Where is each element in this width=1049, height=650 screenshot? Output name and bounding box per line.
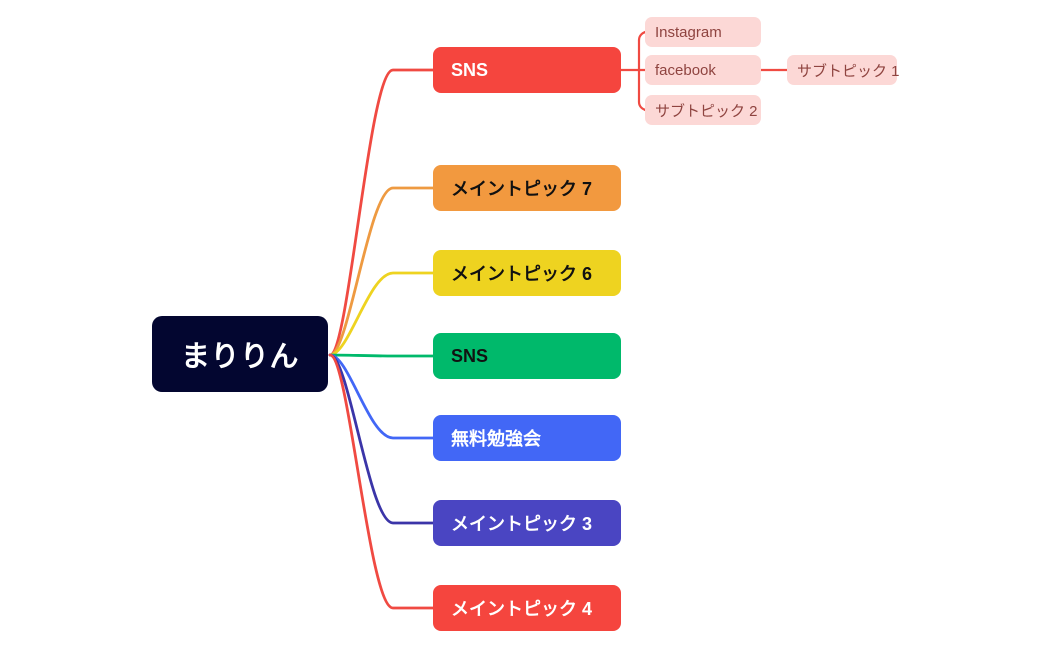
branch-sns-red[interactable]: SNS xyxy=(433,47,621,93)
root-node-label: まりりん xyxy=(180,341,299,373)
branch-main-topic-4-label: メイントピック 4 xyxy=(451,599,593,619)
subtopic-2[interactable]: サブトピック 2 xyxy=(645,95,761,125)
branch-sns-green[interactable]: SNS xyxy=(433,333,621,379)
subtopic-instagram-label: Instagram xyxy=(655,23,722,41)
subtopic-instagram[interactable]: Instagram xyxy=(645,17,761,47)
subtopic-1-label: サブトピック 1 xyxy=(797,62,900,80)
branch-main-topic-6[interactable]: メイントピック 6 xyxy=(433,250,621,296)
subtopic-facebook[interactable]: facebook xyxy=(645,55,761,85)
branch-main-topic-7-label: メイントピック 7 xyxy=(451,179,593,199)
branch-main-topic-3[interactable]: メイントピック 3 xyxy=(433,500,621,546)
branch-main-topic-7[interactable]: メイントピック 7 xyxy=(433,165,621,211)
branch-main-topic-3-label: メイントピック 3 xyxy=(451,514,593,534)
subtopic-2-label: サブトピック 2 xyxy=(655,102,758,120)
subtopic-1[interactable]: サブトピック 1 xyxy=(787,55,900,85)
root-node[interactable]: まりりん xyxy=(152,316,328,392)
branch-free-study-group-label: 無料勉強会 xyxy=(451,429,541,449)
branch-sns-red-label: SNS xyxy=(451,59,489,80)
branch-free-study-group[interactable]: 無料勉強会 xyxy=(433,415,621,461)
branch-main-topic-6-label: メイントピック 6 xyxy=(451,264,593,284)
branch-sns-green-label: SNS xyxy=(451,345,489,366)
subtopic-facebook-label: facebook xyxy=(655,61,716,79)
branch-main-topic-4[interactable]: メイントピック 4 xyxy=(433,585,621,631)
